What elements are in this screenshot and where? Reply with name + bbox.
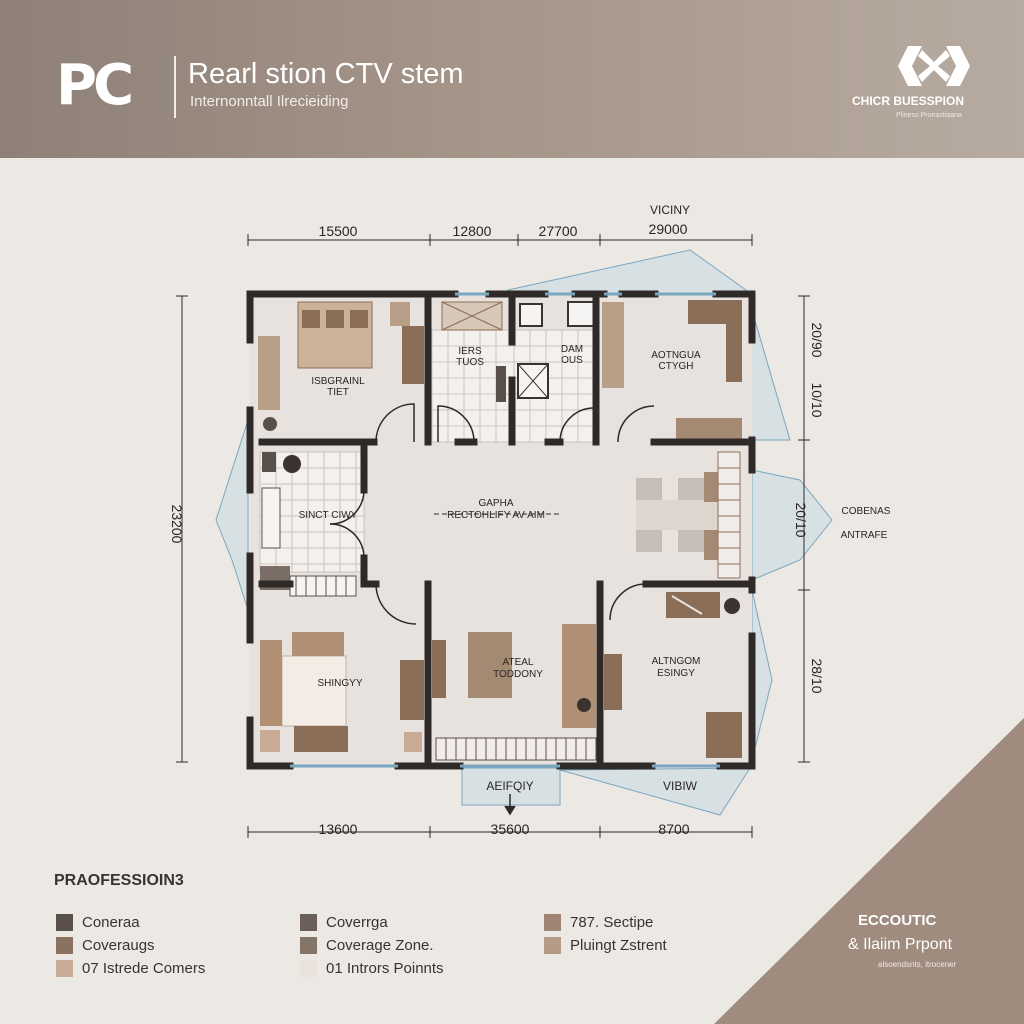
sofa <box>562 624 596 728</box>
entry-arrow-icon <box>504 794 516 816</box>
room-center-label-2: RECTOHLIFY AV AIM <box>447 510 545 521</box>
furniture <box>258 300 742 761</box>
page-title: Rearl stion CTV stem <box>188 58 464 90</box>
legend-item: 01 Intrors Poinnts <box>300 960 444 977</box>
room-bath-label-1: IERS <box>458 346 482 357</box>
room-center-label-1: GAPHA <box>478 498 513 509</box>
legend-label: Pluingt Zstrent <box>570 937 667 954</box>
legend-item: 787. Sectipe <box>544 914 653 931</box>
entry-label: AEIFQIY <box>486 779 533 793</box>
legend-swatch <box>300 960 317 977</box>
page-subtitle: Internonntall Ilrecieiding <box>190 93 349 110</box>
dim-right-3: 20/10 <box>793 502 809 537</box>
corner-subheading: & Ilaiim Prpont <box>848 936 953 953</box>
dim-right-2: 10/10 <box>809 382 825 417</box>
dim-bottom-3: 8700 <box>658 821 689 837</box>
entrance-label-2: ANTRAFE <box>841 530 888 541</box>
legend-label: Coneraa <box>82 914 140 931</box>
dimension-lines <box>176 234 810 838</box>
dim-bottom-1: 13600 <box>319 821 358 837</box>
dim-right-4: 28/10 <box>809 658 825 693</box>
corner-heading: ECCOUTIC <box>858 912 937 929</box>
vicinity-label: VICINY <box>650 203 690 217</box>
view-label: VIBIW <box>663 779 698 793</box>
table <box>468 632 512 698</box>
legend-label: 01 Intrors Poinnts <box>326 960 444 977</box>
legend-item: Coneraa <box>56 914 140 931</box>
room-bottom-center-label-1: ATEAL <box>503 657 534 668</box>
legend-label: Coverage Zone. <box>326 937 434 954</box>
brand-tagline: Pliness Proeastiaana <box>896 112 962 119</box>
room-bottom-right-label-2: ESINGY <box>657 668 695 679</box>
header-banner: PC Rearl stion CTV stem Internonntall Il… <box>0 0 1024 158</box>
dim-top-3: 27700 <box>539 223 578 239</box>
windows <box>290 292 720 768</box>
legend-title: PRAOFESSIOIN3 <box>54 872 184 889</box>
legend-label: 787. Sectipe <box>570 914 654 931</box>
dim-top-2: 12800 <box>453 223 492 239</box>
brand-name: CHICR BUESSPION <box>852 94 965 108</box>
room-bottom-left-label: SHINGYY <box>317 678 362 689</box>
dim-left: 23200 <box>169 505 185 544</box>
legend-item: Coverage Zone. <box>300 937 434 954</box>
legend-label: Coverrga <box>326 914 388 931</box>
room-top-right-label-2: CTYGH <box>659 361 694 372</box>
room-labels: ISBGRAINL TIET IERS TUOS DAM OUS AOTNGUA… <box>299 344 891 793</box>
room-bedroom-label-2: TIET <box>327 387 349 398</box>
legend-swatch <box>56 937 73 954</box>
room-left-mid-label: SINCT CIWY <box>299 510 358 521</box>
dim-top-1: 15500 <box>319 223 358 239</box>
legend-item: 07 Istrede Comers <box>56 960 205 977</box>
dining-table <box>636 500 726 530</box>
room-bottom-right-label-1: ALTNGOM <box>652 656 701 667</box>
room-bath-label-2: TUOS <box>456 357 484 368</box>
legend-swatch <box>56 960 73 977</box>
dim-bottom-2: 35600 <box>491 821 530 837</box>
legend-swatch <box>544 914 561 931</box>
walls <box>246 290 756 770</box>
dim-right-1: 20/90 <box>809 322 825 357</box>
header-divider <box>174 56 176 118</box>
company-logo: PC <box>56 53 134 118</box>
dim-top-4: 29000 <box>649 221 688 237</box>
room-hall-label-1: DAM <box>561 344 583 355</box>
room-hall-label-2: OUS <box>561 355 583 366</box>
desk <box>676 418 742 442</box>
legend-swatch <box>300 914 317 931</box>
legend-swatch <box>544 937 561 954</box>
legend-item: Pluingt Zstrent <box>544 937 667 954</box>
dimension-labels: 15500 12800 27700 29000 VICINY 13600 356… <box>169 203 825 837</box>
legend-item: Coverrga <box>300 914 388 931</box>
room-bottom-center-label-2: TODDONY <box>493 669 543 680</box>
brand-logo-icon <box>898 46 970 86</box>
legend-swatch <box>56 914 73 931</box>
door-swings <box>329 403 655 625</box>
legend-label: Coveraugs <box>82 937 155 954</box>
legend-item: Coveraugs <box>56 937 155 954</box>
room-top-right-label-1: AOTNGUA <box>651 350 701 361</box>
wardrobe <box>402 326 424 384</box>
corner-caption: alsoendsnts, itrocener <box>878 960 957 969</box>
room-bedroom-label-1: ISBGRAINL <box>311 376 365 387</box>
legend-label: 07 Istrede Comers <box>82 960 206 977</box>
entrance-label-1: COBENAS <box>842 506 891 517</box>
legend-swatch <box>300 937 317 954</box>
chair <box>263 417 277 431</box>
